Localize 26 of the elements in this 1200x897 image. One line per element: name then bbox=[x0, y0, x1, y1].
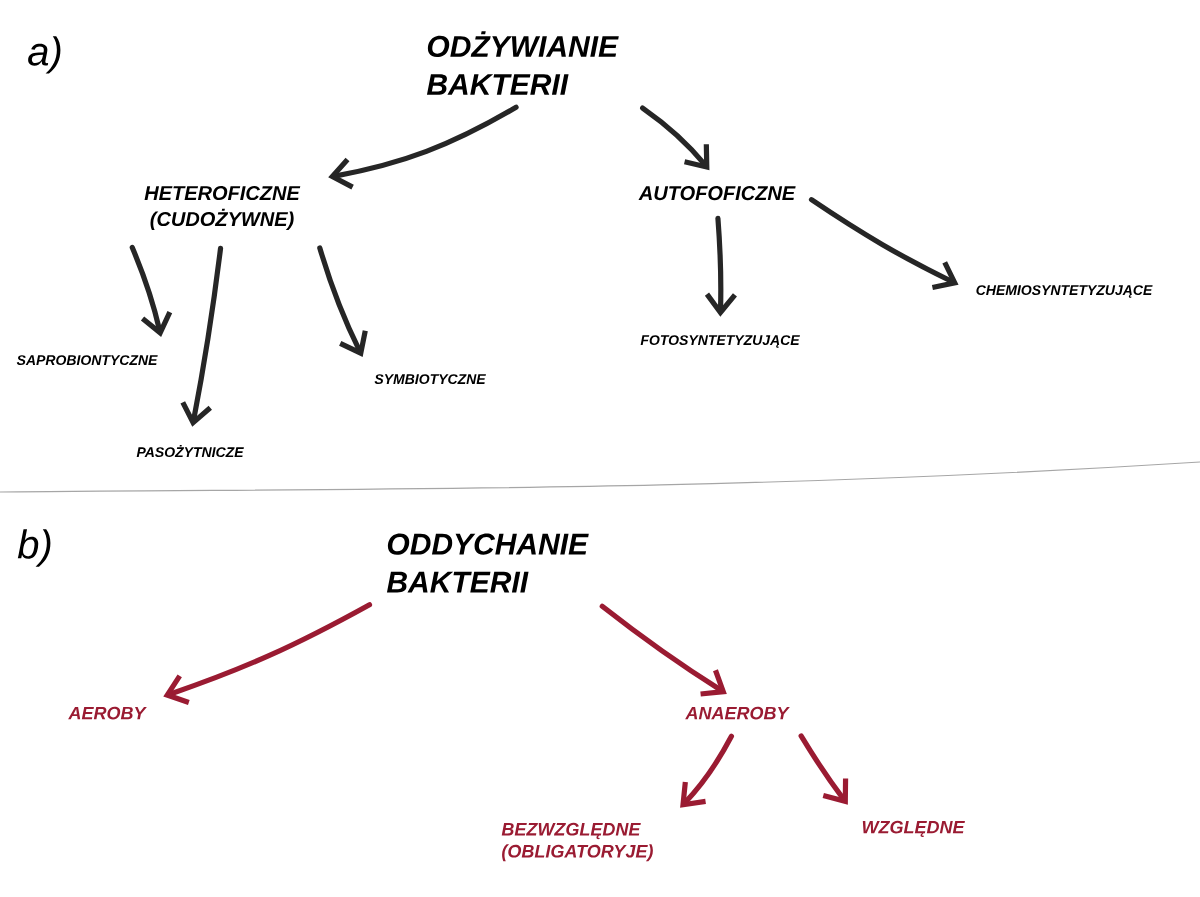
arrow bbox=[640, 105, 710, 171]
arrow bbox=[129, 244, 173, 337]
subcategory-text: WZGLĘDNE bbox=[862, 820, 965, 837]
title-text: ODDYCHANIE BAKTERII bbox=[386, 533, 589, 593]
subcategory-text: SAPROBIONTYCZNE bbox=[16, 355, 158, 365]
category-text: AEROBY bbox=[68, 706, 147, 720]
arrow bbox=[328, 104, 519, 190]
arrow bbox=[680, 733, 735, 808]
arrow bbox=[704, 215, 737, 317]
section-label: b) bbox=[17, 529, 51, 567]
category-text: AUTOFOFICZNE bbox=[638, 186, 796, 201]
arrow bbox=[163, 602, 373, 705]
arrow bbox=[180, 245, 224, 427]
subcategory-text: CHEMIOSYNTETYZUJĄCE bbox=[976, 285, 1153, 298]
subcategory-text: FOTOSYNTETYZUJĄCE bbox=[640, 335, 800, 348]
arrow bbox=[798, 733, 849, 805]
arrow bbox=[808, 197, 959, 291]
arrow bbox=[599, 603, 727, 697]
subcategory-text: SYMBIOTYCZNE bbox=[374, 374, 486, 384]
category-text: HETEROFICZNE (CUDOŻYWNE) bbox=[144, 185, 301, 231]
section-label: a) bbox=[28, 36, 61, 74]
category-text: ANAEROBY bbox=[685, 706, 790, 720]
arrow bbox=[317, 245, 368, 357]
title-text: ODŻYWIANIE BAKTERII bbox=[426, 31, 619, 95]
subcategory-text: BEZWZGLĘDNE (OBLIGATORYJE) bbox=[501, 822, 653, 862]
subcategory-text: PASOŻYTNICZE bbox=[136, 445, 244, 458]
